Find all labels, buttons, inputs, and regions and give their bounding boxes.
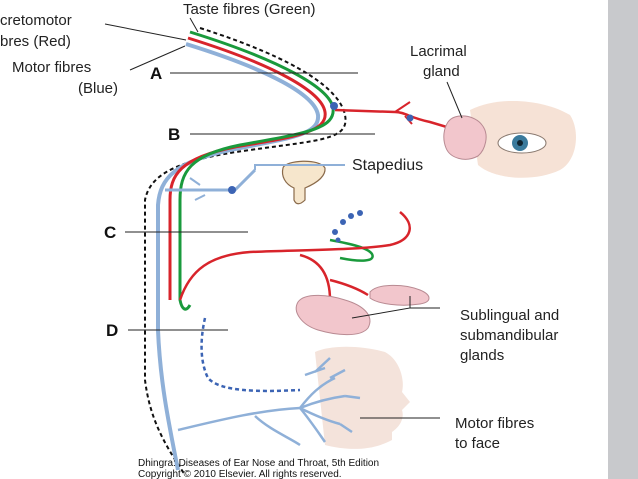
stapedius-pointer [254,164,345,170]
stapedius-node [228,186,236,194]
nerve-sheath-outer [144,27,347,476]
motor-dashed-branch [200,317,301,393]
lacrimal-branch [334,108,451,130]
taste-fibre [178,30,335,311]
sublingual-label-line2: submandibular [460,327,558,344]
taste-pointer [189,17,199,33]
chorda-green [329,238,374,262]
credit-line-2: Copyright © 2010 Elsevier. All rights re… [138,469,342,479]
sublingual-gland [369,284,430,306]
motor-fibres-label-line1: Motor fibres [12,59,91,76]
face-motor-label-line1: Motor fibres [455,415,534,432]
lacrimal-label-line1: Lacrimal [410,43,467,60]
lacrimal-pointer [446,81,463,119]
pterygopalatine-node [406,114,414,122]
motor-pointer [129,45,186,71]
stapedius-label: Stapedius [352,157,423,174]
segment-d-label: D [106,321,118,340]
secretomotor-label-line1: cretomotor [0,12,72,29]
motor-fibre-trunk [156,42,321,471]
tongue-nerve-dots [332,210,363,243]
credit-line-1: Dhingra: Diseases of Ear Nose and Throat… [138,458,379,469]
secretomotor-label-line2: bres (Red) [0,33,71,50]
stapedius-twig [189,177,206,201]
lacrimal-gland [443,115,487,160]
pupil-icon [517,140,523,146]
face-motor-branches [177,357,361,447]
secretomotor-pointer [104,23,187,41]
submandibular-gland [295,294,371,336]
segment-b-label: B [168,125,180,144]
chorda-red [178,211,411,301]
gland-pointer [351,296,440,319]
lacrimal-label-line2: gland [423,63,460,80]
right-sidebar-panel [608,0,638,479]
motor-fibres-label-line2: (Blue) [78,80,118,97]
sublingual-label-line3: glands [460,347,504,364]
taste-fibres-label: Taste fibres (Green) [183,1,316,18]
stapes-icon [281,160,326,205]
face-motor-label-line2: to face [455,435,500,452]
geniculate-node [330,102,338,110]
segment-a-label: A [150,64,162,83]
segment-c-label: C [104,223,116,242]
sublingual-label-line1: Sublingual and [460,307,559,324]
